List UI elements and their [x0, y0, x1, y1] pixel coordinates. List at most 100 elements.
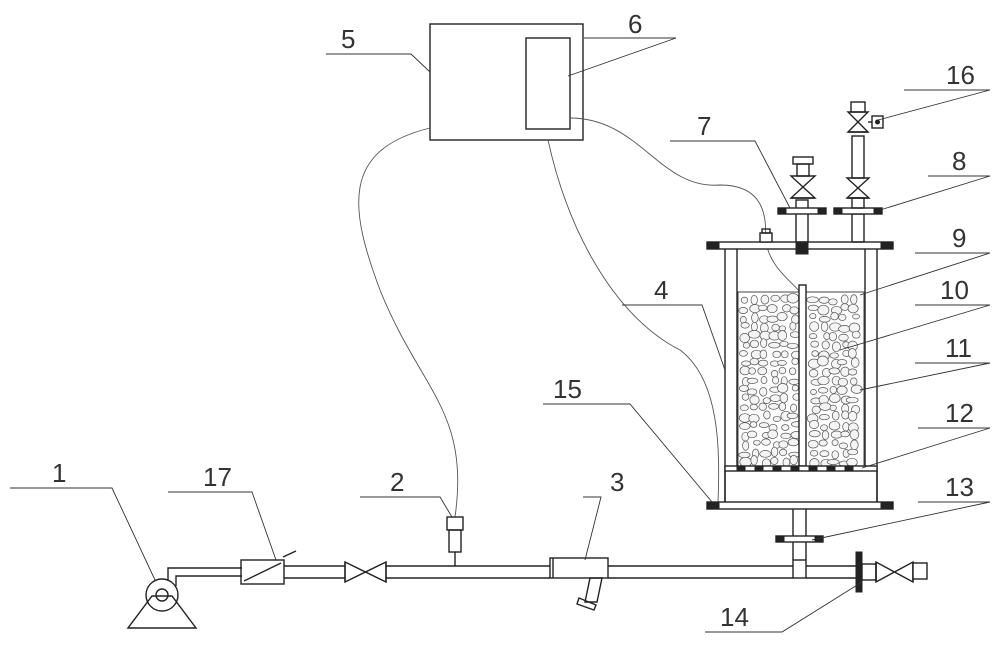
pebble: [826, 459, 840, 465]
pebble: [831, 341, 841, 353]
pebble: [816, 355, 829, 367]
pebble: [772, 376, 780, 385]
inlet-valve: [344, 560, 387, 584]
pebble: [739, 404, 749, 412]
flow-meter: [240, 550, 297, 585]
pebble: [788, 367, 797, 376]
pebble: [830, 312, 839, 321]
outlet-flange: [855, 551, 928, 593]
pebble: [791, 384, 799, 392]
pebble: [759, 450, 772, 458]
pebble: [847, 448, 859, 456]
pebble: [852, 313, 860, 320]
pebble: [850, 384, 863, 394]
pebble: [828, 298, 838, 306]
pebble: [740, 322, 750, 329]
pebble: [739, 350, 748, 357]
pipe-sensor: [446, 516, 464, 566]
pebble: [807, 304, 819, 312]
pebble: [749, 395, 760, 405]
pebble: [820, 321, 829, 332]
pebble: [750, 294, 758, 306]
pebble: [838, 313, 847, 321]
support-plate: [736, 465, 854, 472]
pebble: [819, 450, 830, 457]
pebble: [850, 439, 859, 451]
pebble: [837, 377, 848, 387]
pebble: [828, 367, 840, 375]
pebble: [850, 377, 858, 386]
pebble: [750, 455, 758, 466]
pebble: [766, 304, 778, 314]
pebble: [818, 296, 830, 304]
label-14: 14: [720, 602, 749, 632]
pebble: [806, 296, 819, 304]
pebble: [830, 430, 843, 439]
pebble: [811, 405, 821, 414]
number-labels: 1 17 2 3 5 6 4 7 15 16 8 9 10 11 12 13 1…: [52, 9, 975, 632]
label-16: 16: [946, 60, 975, 90]
pebble: [831, 450, 839, 460]
pebble: [768, 403, 780, 410]
main-pipeline: [284, 559, 856, 579]
display-panel: [525, 37, 571, 130]
pebble: [847, 303, 859, 314]
pebble: [847, 348, 857, 359]
pebble: [751, 321, 758, 332]
pebble: [789, 321, 797, 331]
top-port-valve: [777, 156, 827, 255]
pebble: [738, 307, 748, 314]
pebble: [769, 394, 782, 402]
pebble: [780, 432, 792, 440]
pebble: [776, 312, 788, 322]
pebble: [819, 414, 830, 421]
label-8: 8: [952, 146, 966, 176]
pebble: [751, 312, 759, 324]
label-9: 9: [952, 223, 966, 253]
pebble: [741, 393, 750, 401]
pebble: [838, 333, 849, 342]
pebble: [758, 402, 767, 411]
pebble: [847, 368, 858, 376]
pebble: [851, 330, 861, 339]
pebble: [779, 448, 788, 457]
pebble: [770, 370, 779, 378]
pebble: [810, 340, 820, 348]
pebble: [781, 350, 789, 359]
pebble: [781, 424, 790, 431]
label-15: 15: [553, 374, 582, 404]
pebble: [772, 415, 782, 422]
pebble: [738, 451, 751, 459]
pebble: [738, 384, 749, 392]
pebble: [829, 393, 841, 403]
pebble: [770, 456, 779, 465]
pebble: [766, 315, 779, 323]
pebble: [739, 456, 752, 468]
pebble: [779, 392, 789, 404]
label-2: 2: [390, 467, 404, 497]
pebble: [811, 350, 819, 357]
pebble: [778, 440, 789, 449]
pebble: [770, 294, 781, 302]
label-4: 4: [654, 275, 668, 305]
pebble: [831, 439, 839, 446]
pebble: [808, 369, 819, 378]
pebble: [810, 449, 819, 457]
pebble: [840, 303, 850, 311]
pebble: [788, 378, 800, 385]
label-10: 10: [940, 275, 969, 305]
pebble: [808, 430, 821, 438]
pebble: [763, 410, 771, 420]
pebble: [741, 360, 752, 367]
pebble: [829, 385, 837, 394]
pebble: [850, 294, 858, 305]
pebble: [749, 421, 758, 428]
pebble: [836, 359, 848, 366]
pebble: [817, 375, 830, 386]
label-11: 11: [945, 333, 972, 363]
air-pump: [126, 567, 242, 629]
pebble: [809, 321, 820, 332]
pebble: [836, 385, 848, 395]
label-5: 5: [341, 24, 355, 54]
pebble: [821, 430, 830, 440]
